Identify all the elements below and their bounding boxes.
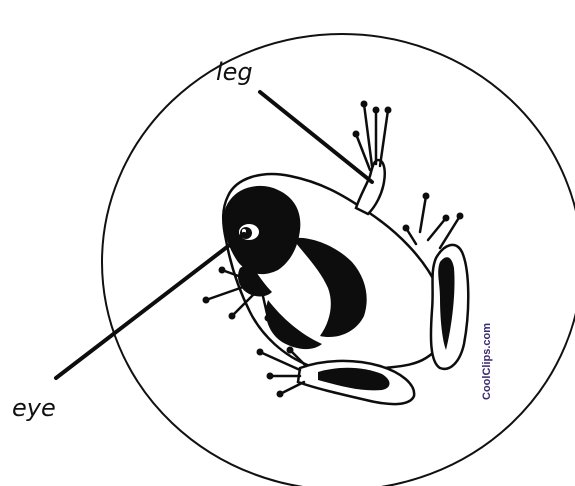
leg-label: leg bbox=[216, 58, 253, 86]
watermark-text: CoolClips.com bbox=[481, 323, 493, 400]
eye-label: eye bbox=[12, 394, 56, 422]
